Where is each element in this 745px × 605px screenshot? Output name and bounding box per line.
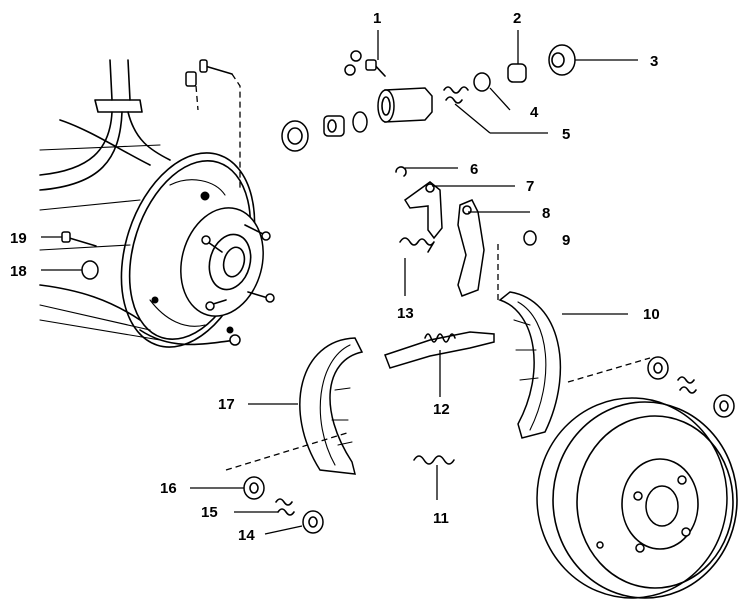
callout-17: 17	[218, 396, 235, 413]
leader-lines	[41, 30, 638, 535]
callout-14: 14	[238, 527, 255, 544]
callout-10: 10	[643, 306, 660, 323]
callout-16: 16	[160, 480, 177, 497]
callout-18: 18	[10, 263, 27, 280]
callout-8: 8	[542, 205, 550, 222]
callout-3: 3	[650, 53, 658, 70]
callout-1: 1	[373, 10, 381, 27]
callout-labels: 1 2 3 4 5 6 7 8 9 10 11 12 13 14 15 16 1…	[10, 10, 660, 544]
callout-19: 19	[10, 230, 27, 247]
hold-down-parts-right	[567, 356, 735, 418]
callout-9: 9	[562, 232, 570, 249]
brake-shoe-rear	[498, 291, 562, 439]
hold-down-parts	[243, 476, 324, 534]
brake-shoe-front	[225, 337, 364, 475]
callout-11: 11	[433, 510, 449, 527]
callout-4: 4	[530, 104, 539, 121]
wheel-cylinder-exploded	[281, 44, 576, 152]
callout-6: 6	[470, 161, 478, 178]
callout-15: 15	[201, 504, 218, 521]
callout-13: 13	[397, 305, 414, 322]
callout-12: 12	[433, 401, 450, 418]
callout-2: 2	[513, 10, 521, 27]
callout-7: 7	[526, 178, 534, 195]
bolt-and-plug	[61, 231, 99, 280]
brake-drum	[536, 397, 738, 599]
backing-plate-assembly	[39, 59, 275, 348]
callout-5: 5	[562, 126, 570, 143]
